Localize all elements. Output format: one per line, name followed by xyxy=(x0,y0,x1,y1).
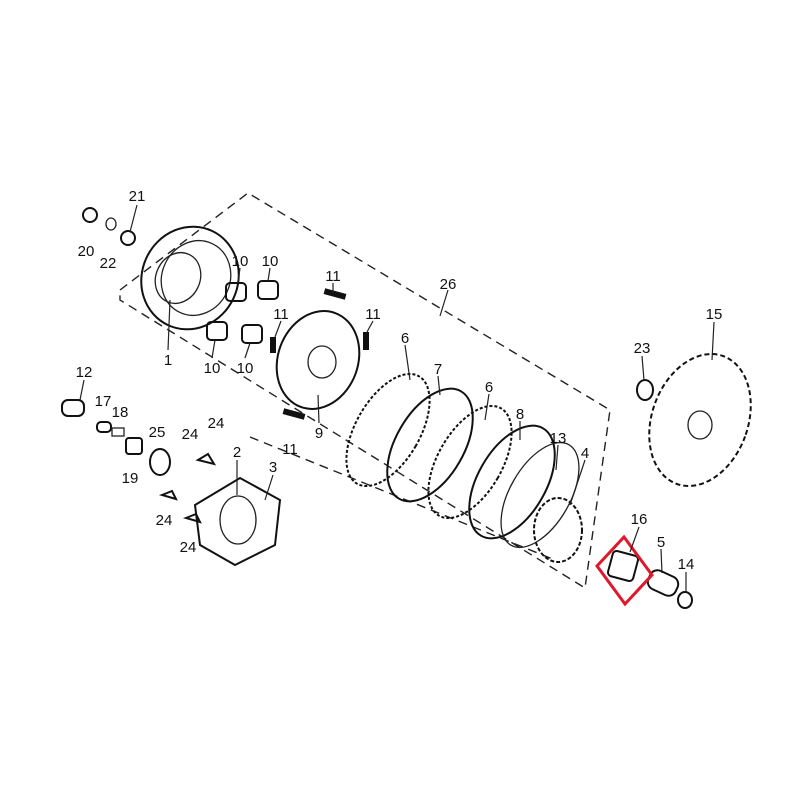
label-24: 24 xyxy=(182,426,199,443)
clutch-housing xyxy=(140,225,240,331)
circlip xyxy=(636,379,654,401)
pins xyxy=(270,288,369,420)
label-13: 13 xyxy=(550,430,567,447)
label-3: 3 xyxy=(269,459,277,476)
label-26: 26 xyxy=(440,276,457,293)
label-6: 6 xyxy=(401,330,409,347)
label-24: 24 xyxy=(180,539,197,556)
label-4: 4 xyxy=(581,445,589,462)
label-17: 17 xyxy=(95,393,112,410)
driven-gear xyxy=(648,353,752,487)
label-10: 10 xyxy=(237,360,254,377)
springs xyxy=(206,280,279,344)
label-23: 23 xyxy=(634,340,651,357)
label-11: 11 xyxy=(282,441,298,458)
label-12: 12 xyxy=(76,364,93,381)
label-11: 11 xyxy=(273,306,289,323)
label-10: 10 xyxy=(262,253,279,270)
highlight-box xyxy=(595,534,654,607)
clutch-plates xyxy=(345,372,580,549)
label-6: 6 xyxy=(485,379,493,396)
label-2: 2 xyxy=(233,444,241,461)
leader-lines xyxy=(79,204,715,592)
label-16: 16 xyxy=(631,511,648,528)
label-11: 11 xyxy=(365,306,381,323)
label-25: 25 xyxy=(149,424,166,441)
label-19: 19 xyxy=(122,470,139,487)
label-10: 10 xyxy=(232,253,249,270)
label-20: 20 xyxy=(78,243,95,260)
part-labels: 21 20 22 10 10 11 26 11 11 1 10 10 6 7 2… xyxy=(76,188,723,573)
pressure-plate xyxy=(275,310,361,410)
clutch-gear xyxy=(533,497,583,563)
pump-cover xyxy=(193,476,282,567)
label-1: 1 xyxy=(164,352,172,369)
label-18: 18 xyxy=(112,404,129,421)
label-8: 8 xyxy=(516,406,524,423)
label-22: 22 xyxy=(100,255,117,272)
label-21: 21 xyxy=(129,188,146,205)
label-11: 11 xyxy=(325,268,341,285)
small-parts xyxy=(61,207,217,524)
label-24: 24 xyxy=(156,512,173,529)
label-15: 15 xyxy=(706,306,723,323)
label-5: 5 xyxy=(657,534,665,551)
label-9: 9 xyxy=(315,425,323,442)
label-7: 7 xyxy=(434,361,442,378)
label-10: 10 xyxy=(204,360,221,377)
label-24: 24 xyxy=(208,415,225,432)
assembly-boundary xyxy=(119,192,611,590)
label-14: 14 xyxy=(678,556,695,573)
